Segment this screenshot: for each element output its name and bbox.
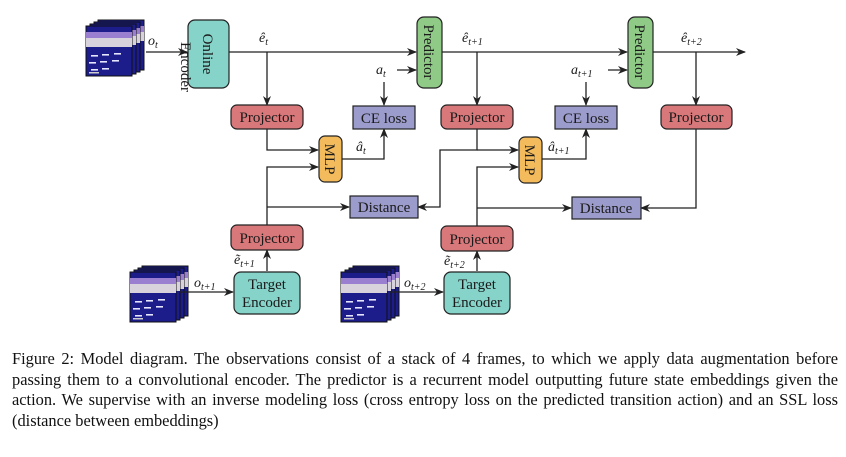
label-o-t: ot	[148, 34, 158, 51]
model-diagram: Online Encoder Predictor Predictor Proje…	[85, 16, 746, 323]
target-projector-block-t2: Projector	[440, 225, 514, 252]
target-projector-block-t1: Projector	[230, 224, 304, 251]
ce-loss-label-2: CE loss	[563, 111, 609, 127]
arrow-target-proj-t2-to-mlp2	[476, 163, 519, 226]
target-projector-label-t1: Projector	[240, 231, 295, 247]
mlp-block-2: MLP	[518, 136, 543, 184]
label-a-hat-t: ât	[356, 140, 366, 157]
predictor-label-1: Predictor	[420, 25, 436, 80]
label-e-hat-t1: êt+1	[462, 31, 483, 48]
mlp-label-2: MLP	[521, 145, 537, 176]
projector-label-t1: Projector	[450, 110, 505, 126]
label-e-tilde-t1: ẽt+1	[234, 253, 255, 270]
ce-loss-block-2: CE loss	[554, 105, 618, 130]
frame-stack-o-t	[85, 19, 145, 77]
distance-block-1: Distance	[349, 195, 419, 219]
projector-label-t: Projector	[240, 110, 295, 126]
connectors	[146, 48, 746, 296]
distance-label-1: Distance	[358, 200, 411, 216]
label-e-tilde-t2: ẽt+2	[444, 254, 465, 271]
predictor-block-2: Predictor	[627, 16, 654, 89]
label-a-t1: at+1	[571, 63, 593, 80]
frame-stack-o-t1	[129, 265, 189, 323]
target-encoder-line1-t1: Target	[248, 277, 287, 293]
label-a-t: at	[376, 63, 386, 80]
target-encoder-block-t1: Target Encoder	[233, 271, 301, 315]
target-encoder-line2-t2: Encoder	[452, 295, 502, 311]
arrow-projector-t2-to-distance2	[640, 128, 697, 212]
predictor-label-2: Predictor	[631, 25, 647, 80]
projector-label-t2: Projector	[669, 110, 724, 126]
target-encoder-block-t2: Target Encoder	[443, 271, 511, 315]
online-encoder-block: Online Encoder	[177, 19, 230, 92]
projector-block-t1: Projector	[440, 104, 514, 130]
arrow-target-proj-t1-to-mlp	[266, 163, 319, 225]
ce-loss-label-1: CE loss	[361, 111, 407, 127]
label-o-t2: ot+2	[404, 276, 426, 293]
arrow-projector-t1-to-distance	[417, 128, 478, 211]
arrow-mlp2-to-ce2	[542, 128, 590, 160]
arrow-mlp-to-ce	[342, 128, 388, 160]
predictor-block-1: Predictor	[416, 16, 443, 89]
label-a-hat-t1: ât+1	[548, 140, 570, 157]
figure-caption: Figure 2: Model diagram. The observation…	[12, 349, 838, 430]
label-e-hat-t: êt	[259, 31, 268, 48]
label-o-t1: ot+1	[194, 276, 216, 293]
target-encoder-line2-t1: Encoder	[242, 295, 292, 311]
target-projector-label-t2: Projector	[450, 232, 505, 248]
online-encoder-line1: Online	[199, 34, 215, 75]
distance-block-2: Distance	[571, 196, 642, 220]
target-encoder-line1-t2: Target	[458, 277, 497, 293]
mlp-label-1: MLP	[321, 144, 337, 175]
label-e-hat-t2: êt+2	[681, 31, 702, 48]
online-encoder-line2: Encoder	[177, 42, 193, 92]
ce-loss-block-1: CE loss	[352, 105, 416, 130]
arrow-projector-t-to-mlp	[266, 128, 319, 154]
projector-block-t: Projector	[230, 104, 304, 130]
frame-stack-o-t2	[340, 265, 400, 323]
distance-label-2: Distance	[580, 201, 633, 217]
mlp-block-1: MLP	[318, 135, 343, 183]
projector-block-t2: Projector	[660, 104, 733, 130]
